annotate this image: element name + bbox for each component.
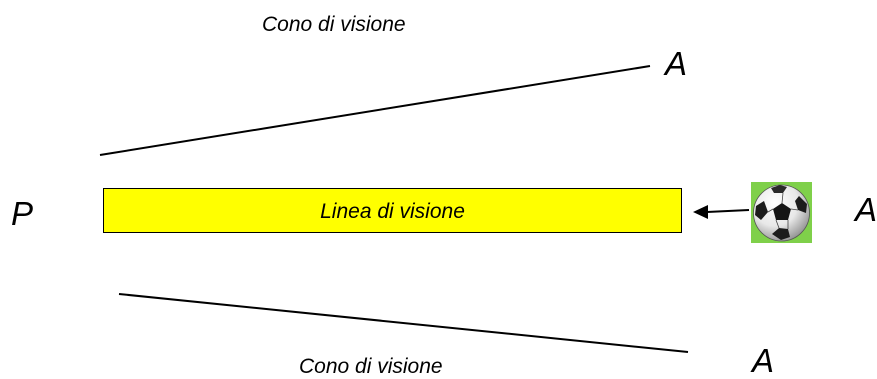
line-of-sight-bar: Linea di visione — [103, 188, 682, 233]
cone-lower-edge — [118, 293, 689, 353]
point-a-middle-label: A — [855, 191, 877, 228]
soccer-ball-icon — [751, 182, 812, 243]
point-a-bottom-label: A — [752, 342, 775, 379]
observer-label: P — [11, 195, 34, 232]
cone-upper-edge — [99, 65, 651, 156]
cone-label-top: Cono di visione — [262, 13, 406, 36]
cone-label-bottom: Cono di visione — [299, 355, 443, 378]
left-arrow-icon — [693, 205, 750, 219]
point-a-top-label: A — [665, 45, 688, 82]
line-of-sight-label: Linea di visione — [320, 199, 465, 223]
